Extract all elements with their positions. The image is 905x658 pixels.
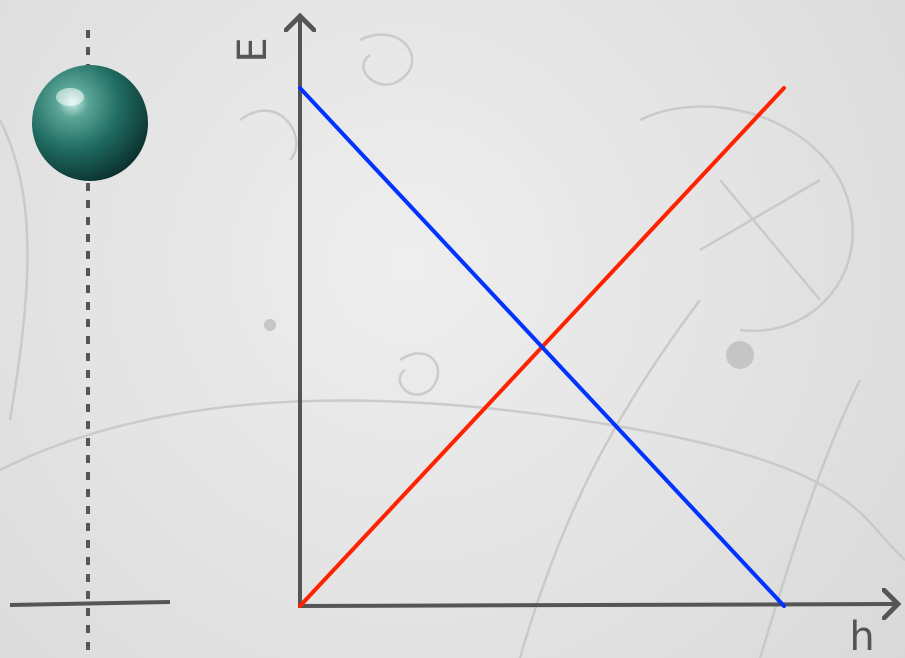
ground-line [9, 600, 171, 607]
series-group [298, 86, 786, 608]
ball [32, 65, 148, 181]
ball-highlight [56, 88, 84, 106]
y-axis-label: E [230, 37, 276, 62]
falling-energy-line [298, 86, 786, 608]
x-axis-label: h [849, 614, 874, 658]
x-axis [297, 604, 898, 606]
